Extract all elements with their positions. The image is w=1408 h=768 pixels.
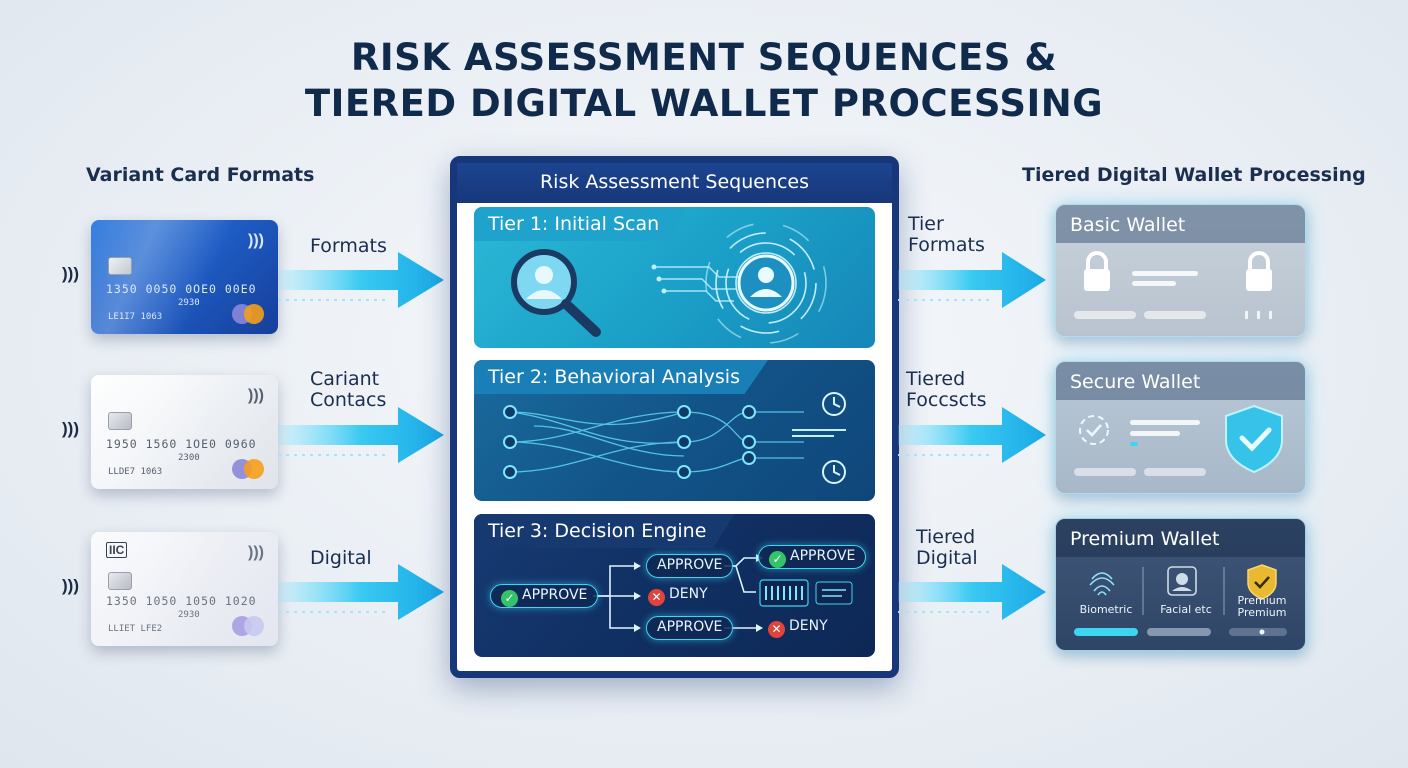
card-silver: ))) 1950 1560 1OE0 0960 2300 LLDE7 1063 xyxy=(91,375,278,489)
check-icon: ✓ xyxy=(501,590,518,607)
feature-label: Facial etc xyxy=(1160,603,1212,616)
tier-1-initial-scan: Tier 1: Initial Scan xyxy=(474,207,875,348)
badge-label: DENY xyxy=(669,586,708,602)
page-title-line-2: TIERED DIGITAL WALLET PROCESSING xyxy=(304,82,1104,125)
x-icon: ✕ xyxy=(768,621,785,638)
card-name: LE1I7 1063 xyxy=(108,312,163,322)
card-number: 1350 1050 1050 1020 xyxy=(106,594,257,608)
badge-label: APPROVE xyxy=(657,557,723,573)
card-sub-number: 2930 xyxy=(178,298,200,308)
feature-label: Premium Premium xyxy=(1237,594,1287,619)
contactless-icon: ))) xyxy=(248,232,264,249)
badge-label: APPROVE xyxy=(790,548,856,564)
lock-icon xyxy=(1074,251,1272,319)
wallet-title: Basic Wallet xyxy=(1056,205,1305,243)
fingerprint-icon xyxy=(1089,572,1115,596)
chip-icon xyxy=(108,572,132,590)
arrow-label: Tiered Foccscts xyxy=(906,368,987,411)
premium-wallet: Premium Wallet Biometric Facial etc Prem… xyxy=(1055,518,1306,651)
shield-icon xyxy=(1074,404,1283,476)
tier-label: Tier 3: Decision Engine xyxy=(474,514,735,548)
tier-2-behavioral-analysis: Tier 2: Behavioral Analysis xyxy=(474,360,875,501)
page-title-line-1: RISK ASSESSMENT SEQUENCES & xyxy=(350,36,1058,79)
premium-features-graphic xyxy=(1074,564,1287,636)
arrow-label: Tiered Digital xyxy=(916,526,978,569)
feature-label: Biometric xyxy=(1079,603,1133,616)
scan-illustration xyxy=(511,222,827,344)
network-illustration xyxy=(503,392,846,484)
arrow-label: Digital xyxy=(310,547,372,569)
arrow-label: Cariant Contacs xyxy=(310,368,387,411)
wallet-title: Secure Wallet xyxy=(1056,362,1305,400)
card-sub-number: 2930 xyxy=(178,610,200,620)
face-scan-icon xyxy=(1167,566,1197,596)
basic-wallet: Basic Wallet xyxy=(1055,204,1306,337)
x-icon: ✕ xyxy=(648,589,665,606)
card-network-icon xyxy=(232,616,266,636)
approve-badge: APPROVE xyxy=(646,554,734,578)
flow-arrow xyxy=(278,564,444,620)
arrow-label: Tier Formats xyxy=(908,213,985,256)
risk-assessment-panel: Risk Assessment Sequences Tier 1: Initia… xyxy=(450,156,899,678)
card-number: 1350 0050 0OE0 00E0 xyxy=(106,282,257,296)
right-column-heading: Tiered Digital Wallet Processing xyxy=(1022,164,1366,186)
deny-badge: ✕DENY xyxy=(758,616,838,640)
flow-arrow xyxy=(278,252,444,308)
card-pearl: IIC ))) 1350 1050 1050 1020 2930 LLIET L… xyxy=(91,532,278,646)
panel-heading: Risk Assessment Sequences xyxy=(457,163,892,203)
tier-3-decision-engine: Tier 3: Decision Engine xyxy=(474,514,875,657)
contactless-icon: ))) xyxy=(248,544,264,561)
badge-label: APPROVE xyxy=(522,587,588,603)
badge-label: DENY xyxy=(789,618,828,634)
contactless-icon: ))) xyxy=(248,387,264,404)
card-sub-number: 2300 xyxy=(178,453,200,463)
chip-icon xyxy=(108,412,132,430)
card-network-icon xyxy=(232,459,266,479)
card-number: 1950 1560 1OE0 0960 xyxy=(106,437,257,451)
contactless-icon: ))) xyxy=(62,419,79,438)
flow-arrow xyxy=(898,564,1046,620)
approve-badge: ✓APPROVE xyxy=(490,584,599,608)
card-blue: ))) 1350 0050 0OE0 00E0 2930 LE1I7 1063 xyxy=(91,220,278,334)
wallet-title: Premium Wallet xyxy=(1056,519,1305,557)
left-column-heading: Variant Card Formats xyxy=(86,164,315,186)
chip-icon xyxy=(108,257,132,275)
card-name: LLIET LFE2 xyxy=(108,624,163,634)
contactless-icon: ))) xyxy=(62,264,79,283)
tier-label: Tier 2: Behavioral Analysis xyxy=(474,360,768,394)
card-network-icon xyxy=(232,304,266,324)
approve-badge: APPROVE xyxy=(646,616,734,640)
flow-arrow xyxy=(278,407,444,463)
check-icon: ✓ xyxy=(769,551,786,568)
arrow-label: Formats xyxy=(310,235,387,257)
deny-badge: ✕DENY xyxy=(638,584,718,608)
card-name: LLDE7 1063 xyxy=(108,467,163,477)
flow-arrow xyxy=(898,407,1046,463)
premium-shield-icon xyxy=(1247,564,1277,600)
flow-arrow xyxy=(898,252,1046,308)
tier-label: Tier 1: Initial Scan xyxy=(474,207,688,241)
secure-wallet: Secure Wallet xyxy=(1055,361,1306,494)
contactless-icon: ))) xyxy=(62,576,79,595)
approve-badge: ✓APPROVE xyxy=(758,545,867,569)
badge-label: APPROVE xyxy=(657,619,723,635)
card-logo: IIC xyxy=(106,542,128,558)
